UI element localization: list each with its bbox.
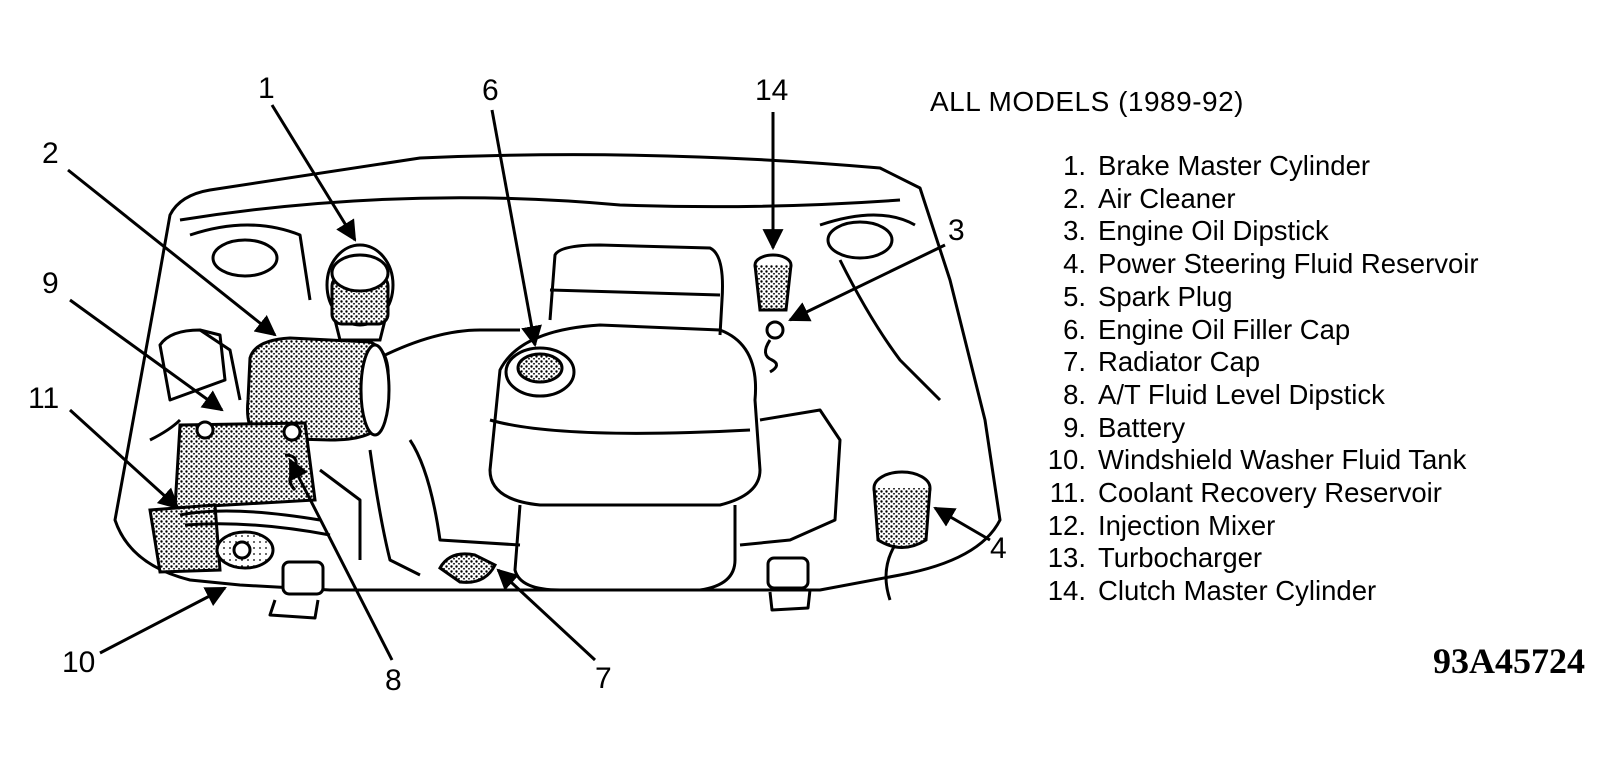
legend-label: Air Cleaner [1098,182,1236,214]
legend-label: Windshield Washer Fluid Tank [1098,444,1467,476]
legend-num: 2. [1063,182,1086,214]
legend-num: 10. [1047,444,1086,476]
legend-num: 9. [1063,411,1086,443]
legend-item: 5. Spark Plug [1040,281,1479,314]
legend-label: Coolant Recovery Reservoir [1098,477,1442,509]
callout-7: 7 [595,662,612,695]
callout-2: 2 [42,137,59,170]
callout-3: 3 [948,214,965,247]
callout-14: 14 [755,74,788,107]
air-cleaner [246,336,391,442]
legend-item: 3. Engine Oil Dipstick [1040,215,1479,248]
legend-num: 8. [1063,378,1086,410]
legend-num: 11. [1049,477,1086,509]
legend-num: 4. [1063,248,1086,280]
figure-code: 93A45724 [1433,641,1585,681]
legend-item: 9. Battery [1040,412,1479,445]
legend-label: Brake Master Cylinder [1098,150,1371,181]
legend-label: Power Steering Fluid Reservoir [1098,248,1479,280]
legend-item: 6. Engine Oil Filler Cap [1040,314,1479,347]
legend-item: 10. Windshield Washer Fluid Tank [1040,444,1479,477]
legend-item: 1. Brake Master Cylinder [1040,150,1479,183]
legend-item: 2. Air Cleaner [1040,183,1479,216]
parts-legend: 1. Brake Master Cylinder 2. Air Cleaner 3.… [1040,150,1479,608]
diagram-title: ALL MODELS (1989-92) [930,86,1244,117]
legend-item: 4. Power Steering Fluid Reservoir [1040,248,1479,281]
oil-filler-cap [504,346,576,398]
legend-num: 12. [1047,509,1086,541]
legend-num: 14. [1047,575,1086,607]
legend-num: 3. [1063,215,1086,247]
callout-4: 4 [990,532,1007,565]
callout-10: 10 [62,646,95,679]
radiator-cap [438,552,498,584]
legend-num: 7. [1063,346,1086,378]
legend-label: Battery [1098,411,1186,443]
oil-dipstick [764,320,785,374]
battery [173,420,317,510]
legend-item: 7. Radiator Cap [1040,346,1479,379]
callout-8: 8 [385,664,402,697]
legend-item: 13. Turbocharger [1040,542,1479,575]
legend-num: 13. [1047,542,1086,574]
leader-lines [67,104,991,662]
legend-num: 6. [1063,313,1086,345]
callout-1: 1 [258,72,275,105]
washer-fluid-tank [148,503,331,574]
legend-label: Engine Oil Dipstick [1098,215,1329,247]
clutch-master-cylinder [753,253,793,312]
legend-label: A/T Fluid Level Dipstick [1098,378,1385,410]
legend-num: 1. [1063,150,1086,181]
legend-item: 14. Clutch Master Cylinder [1040,575,1479,608]
legend-label: Clutch Master Cylinder [1098,575,1377,607]
legend-label: Engine Oil Filler Cap [1098,313,1351,345]
legend-item: 12. Injection Mixer [1040,510,1479,543]
callout-9: 9 [42,267,59,300]
callout-numbers: 1 2 3 4 6 7 8 9 10 11 14 [28,72,1007,697]
callout-11: 11 [28,382,59,415]
legend-label: Injection Mixer [1098,509,1276,541]
callout-6: 6 [482,74,499,107]
legend-label: Spark Plug [1098,280,1233,312]
legend-item: 8. A/T Fluid Level Dipstick [1040,379,1479,412]
legend-num: 5. [1063,280,1086,312]
brake-master-cylinder [325,243,395,342]
power-steering-reservoir [872,470,932,601]
legend-label: Radiator Cap [1098,346,1261,378]
legend-label: Turbocharger [1098,542,1263,574]
legend-item: 11. Coolant Recovery Reservoir [1040,477,1479,510]
